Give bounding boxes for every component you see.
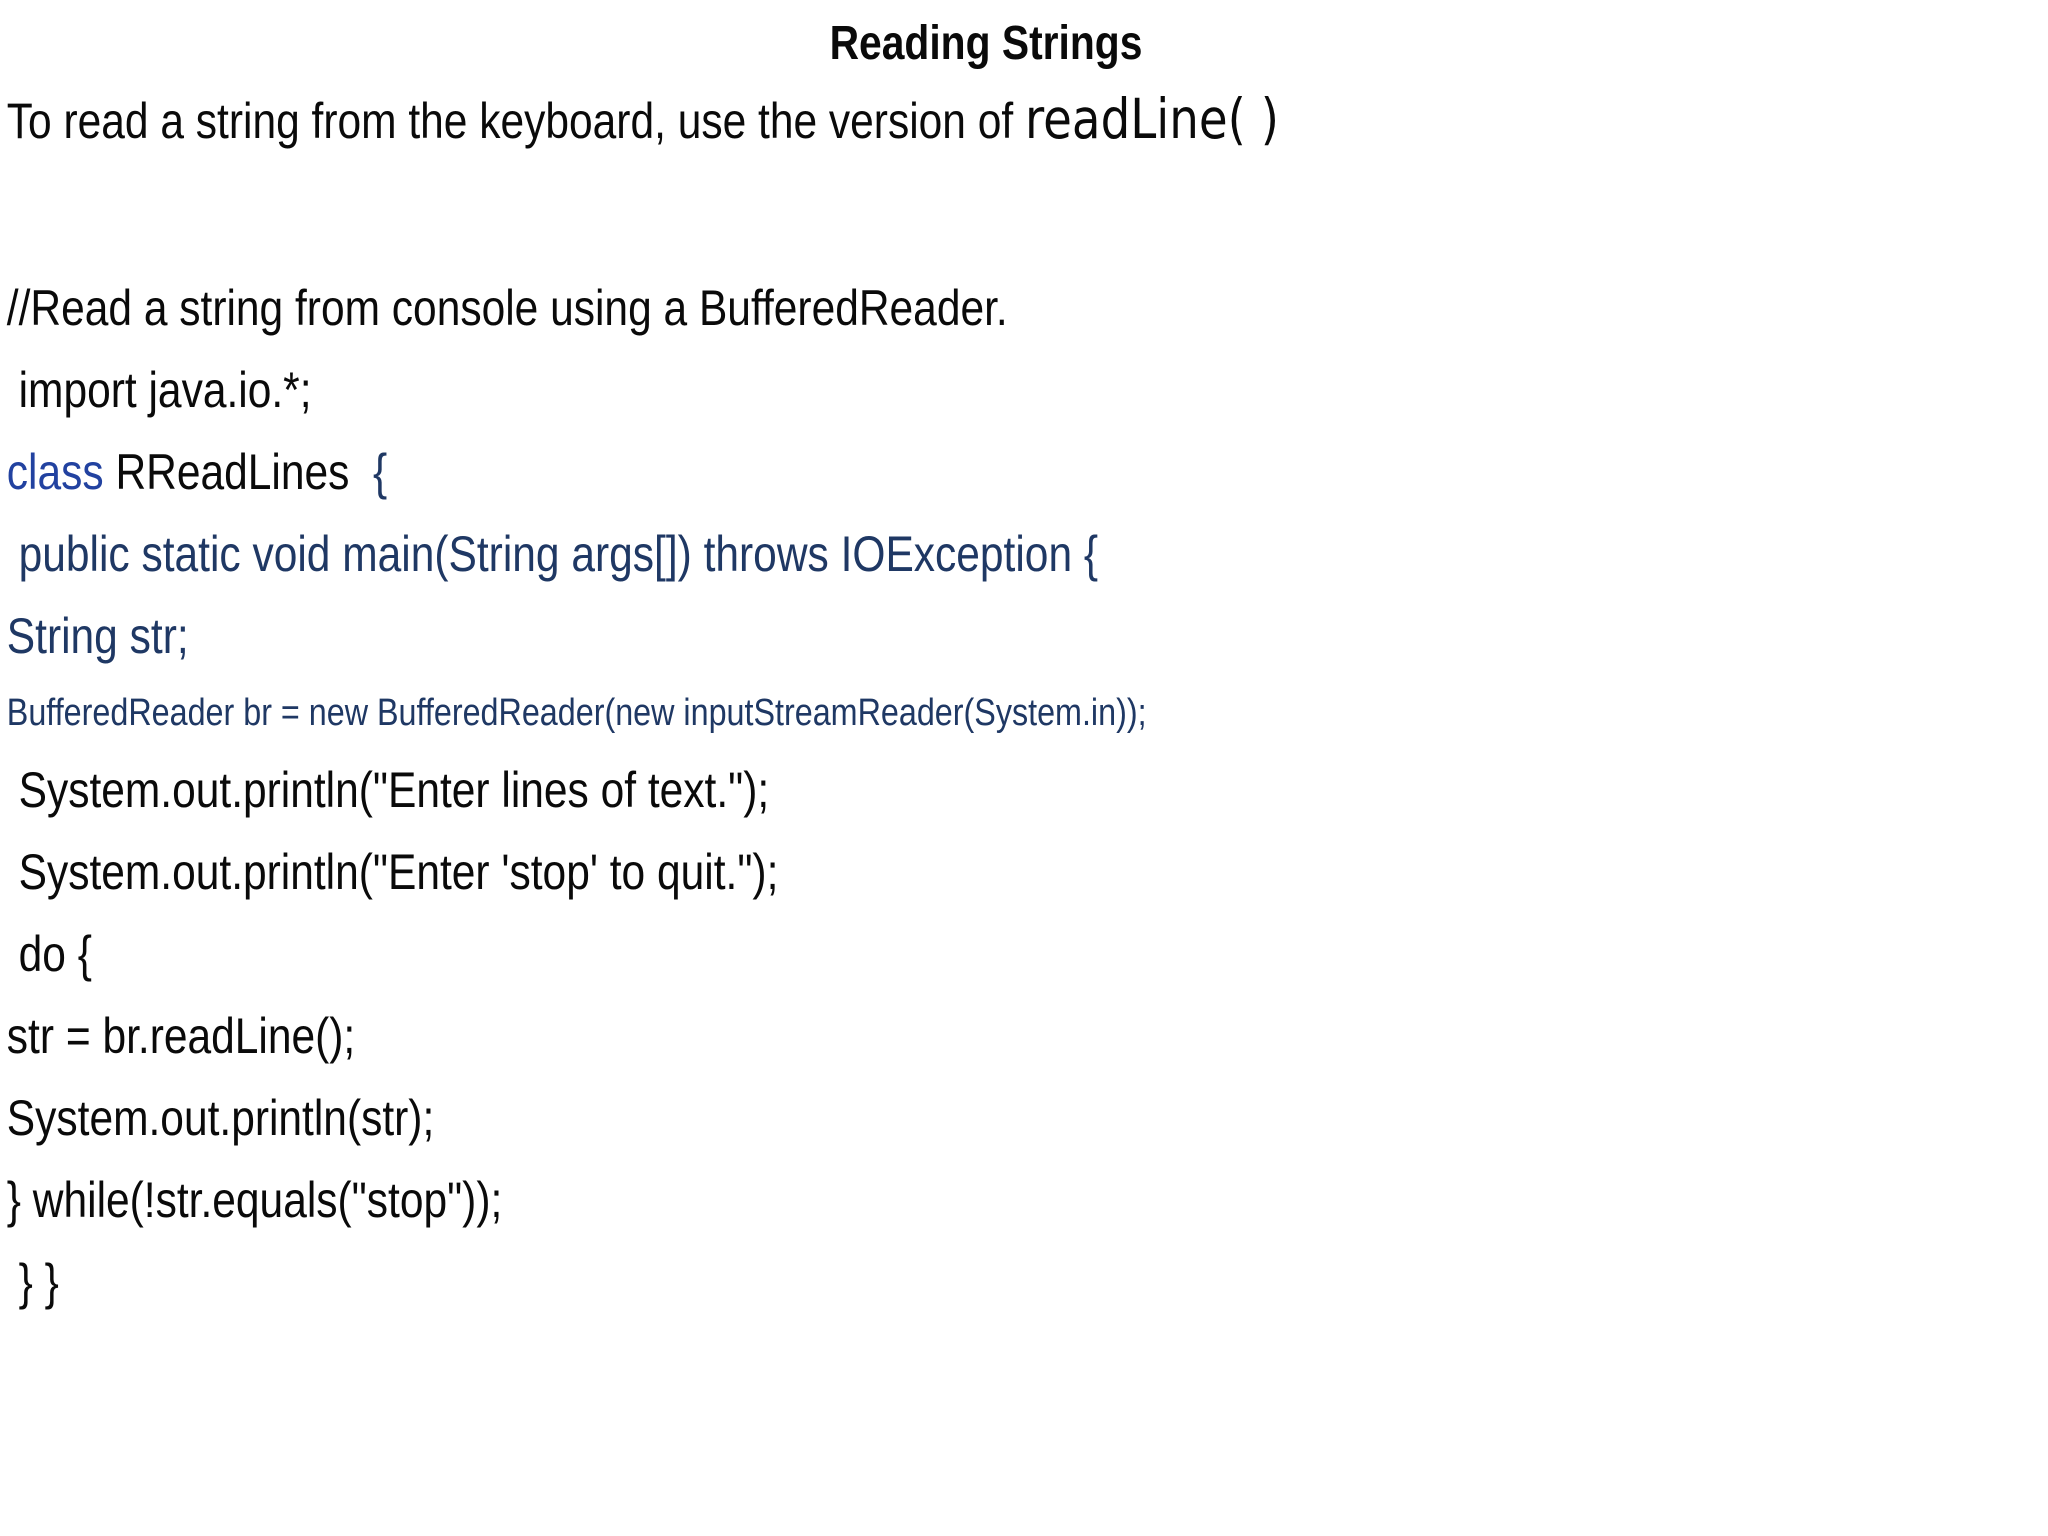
code-line: str = br.readLine(); [7, 995, 2048, 1077]
code-segment: class [6, 444, 104, 500]
code-line: } while(!str.equals("stop")); [7, 1159, 2048, 1241]
code-line: System.out.println("Enter lines of text.… [7, 749, 2048, 831]
code-segment: String str; [6, 608, 189, 664]
code-line: do { [7, 913, 2048, 995]
slide: Reading Strings To read a string from th… [7, 17, 2048, 1323]
inline-code-readline: readLine( ) [1024, 87, 1280, 151]
code-block: //Read a string from console using a Buf… [7, 267, 2048, 1323]
code-segment: import java.io.*; [6, 362, 312, 418]
slide-title: Reading Strings [829, 17, 1143, 70]
code-segment: do { [6, 926, 92, 982]
code-segment: System.out.println("Enter lines of text.… [6, 762, 770, 818]
code-segment: RReadLines [103, 444, 350, 500]
code-line: String str; [7, 595, 2048, 677]
code-line: System.out.println("Enter 'stop' to quit… [7, 831, 2048, 913]
code-line: import java.io.*; [7, 349, 2048, 431]
intro-line: To read a string from the keyboard, use … [7, 88, 2048, 152]
code-segment: //Read a string from console using a Buf… [6, 280, 1008, 336]
code-segment: { [349, 444, 388, 500]
code-line: System.out.println(str); [7, 1077, 2048, 1159]
code-segment: System.out.println("Enter 'stop' to quit… [6, 844, 779, 900]
code-segment: public static void main(String args[]) t… [6, 526, 1099, 582]
code-segment: } } [6, 1254, 59, 1310]
code-line: public static void main(String args[]) t… [7, 513, 2048, 595]
intro-text: To read a string from the keyboard, use … [6, 93, 1025, 149]
code-line: class RReadLines { [7, 431, 2048, 513]
code-segment: BufferedReader br = new BufferedReader(n… [6, 692, 1147, 734]
code-segment: System.out.println(str); [6, 1090, 435, 1146]
code-segment: } while(!str.equals("stop")); [6, 1172, 503, 1228]
code-line: } } [7, 1241, 2048, 1323]
code-line: //Read a string from console using a Buf… [7, 267, 2048, 349]
code-segment: str = br.readLine(); [6, 1008, 356, 1064]
code-line: BufferedReader br = new BufferedReader(n… [7, 677, 2048, 749]
